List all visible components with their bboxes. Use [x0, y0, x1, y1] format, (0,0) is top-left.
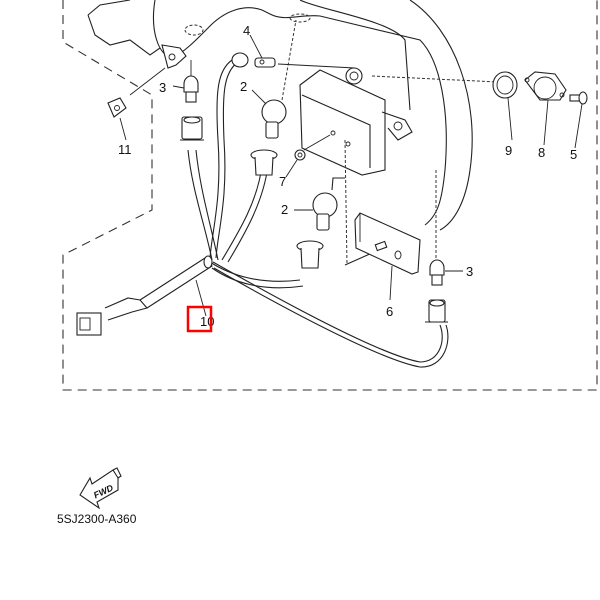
- callout-5: 5: [570, 147, 577, 162]
- part-2-bulb-lower: [294, 177, 345, 269]
- callout-3-left: 3: [159, 80, 166, 95]
- part-8-flange: [524, 71, 567, 146]
- callout-6: 6: [386, 304, 393, 319]
- mounting-plate: [299, 67, 413, 176]
- diagram-code: 5SJ2300-A360: [57, 512, 137, 526]
- part-11-nut-clip: [107, 67, 166, 141]
- callout-8: 8: [538, 145, 545, 160]
- callout-9: 9: [505, 143, 512, 158]
- bracket-tab: [161, 44, 187, 69]
- mounting-guide: [344, 139, 348, 266]
- callout-4: 4: [243, 23, 250, 38]
- callout-2-lower: 2: [281, 202, 288, 217]
- callout-2-upper: 2: [240, 79, 247, 94]
- part-3-bulb-left: [172, 60, 199, 103]
- part-2-bulb-upper: [250, 19, 297, 176]
- part-6-reflector: [354, 212, 421, 301]
- callout-7: 7: [279, 174, 286, 189]
- part-10-wire-harness: [76, 255, 213, 336]
- callout-10: 10: [200, 314, 214, 329]
- harness-wires: [209, 59, 449, 368]
- alignment-line: [371, 75, 499, 83]
- callout-11: 11: [118, 142, 132, 157]
- part-3-bulb-right: [425, 170, 463, 323]
- fwd-arrow-icon: FWD: [79, 467, 122, 510]
- callout-3-right: 3: [466, 264, 473, 279]
- highlight-box: [186, 305, 213, 333]
- part-5-screw: [569, 91, 588, 149]
- part-9-grommet: [492, 71, 518, 141]
- part-7-nut: [285, 134, 331, 178]
- socket-left: [180, 116, 219, 261]
- part-4-bulb-license: [231, 34, 356, 69]
